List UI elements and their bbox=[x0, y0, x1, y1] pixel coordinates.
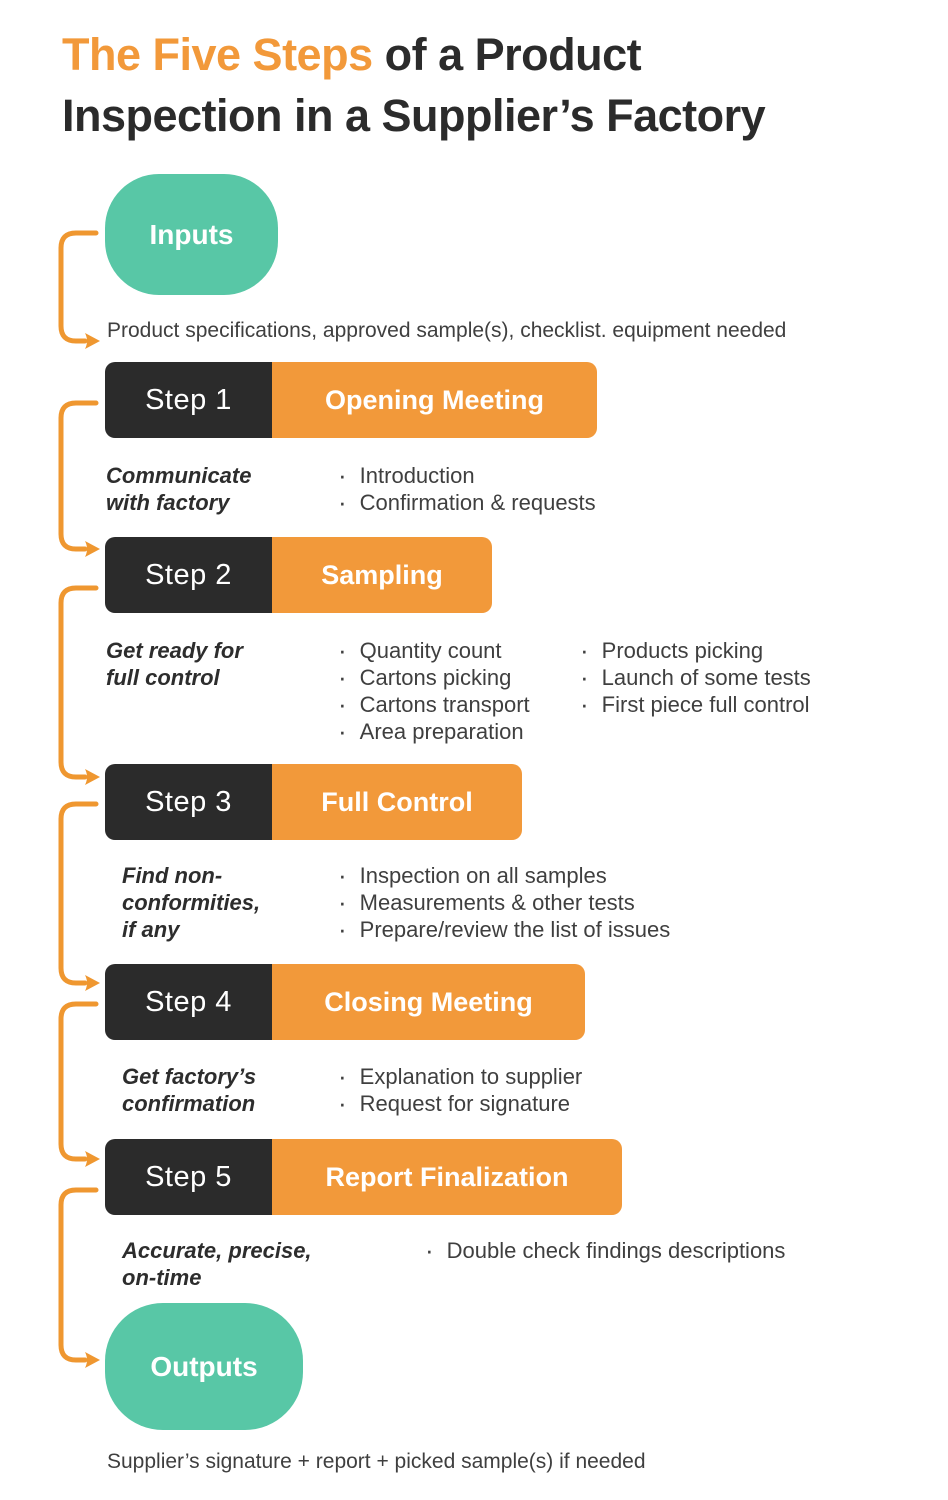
bullet-text: Request for signature bbox=[359, 1091, 571, 1116]
bullet-item: · Cartons picking bbox=[338, 664, 530, 691]
bullet-dot-icon: · bbox=[338, 460, 347, 490]
outputs-node-label: Outputs bbox=[150, 1350, 258, 1382]
flow-arrows bbox=[58, 230, 100, 1368]
step-5-number: Step 5 bbox=[145, 1160, 232, 1193]
page-title: The Five Steps of a Product Inspection i… bbox=[62, 24, 922, 146]
bullet-text: Area preparation bbox=[359, 719, 524, 744]
bullet-item: · Confirmation & requests bbox=[338, 489, 596, 516]
bullet-text: Confirmation & requests bbox=[359, 490, 596, 515]
flow-arrow-step2-to-step3 bbox=[58, 585, 100, 785]
step-1-number-box: Step 1 bbox=[105, 362, 272, 438]
step-2-number-box: Step 2 bbox=[105, 537, 272, 613]
step-row-2: Step 2 Sampling bbox=[105, 537, 492, 613]
bullet-dot-icon: · bbox=[338, 487, 347, 517]
step-1-bullets: · Introduction · Confirmation & requests bbox=[338, 462, 596, 516]
step-2-title-box: Sampling bbox=[272, 537, 492, 613]
step-1-title: Opening Meeting bbox=[325, 384, 544, 415]
step-2-bullets-col1: · Quantity count · Cartons picking · Cartons … bbox=[338, 637, 530, 745]
step-2-goal: Get ready for full control bbox=[106, 638, 243, 690]
bullet-dot-icon: · bbox=[580, 689, 589, 719]
bullet-item: · Prepare/review the list of issues bbox=[338, 916, 670, 943]
bullet-item: · Request for signature bbox=[338, 1090, 582, 1117]
bullet-item: · First piece full control bbox=[580, 691, 811, 718]
inputs-description: Product specifications, approved sample(… bbox=[107, 319, 787, 342]
bullet-dot-icon: · bbox=[338, 716, 347, 746]
flow-arrow-step5-to-outputs bbox=[58, 1187, 100, 1368]
bullet-item: · Introduction bbox=[338, 462, 596, 489]
step-5-title: Report Finalization bbox=[325, 1161, 569, 1192]
bullet-dot-icon: · bbox=[338, 635, 347, 665]
step-1-goal: Communicate with factory bbox=[106, 463, 252, 515]
bullet-item: · Inspection on all samples bbox=[338, 862, 670, 889]
bullet-text: Explanation to supplier bbox=[359, 1064, 583, 1089]
step-5-number-box: Step 5 bbox=[105, 1139, 272, 1215]
bullet-dot-icon: · bbox=[338, 662, 347, 692]
step-3-number: Step 3 bbox=[145, 785, 232, 818]
bullet-dot-icon: · bbox=[338, 860, 347, 890]
bullet-item: · Products picking bbox=[580, 637, 811, 664]
inputs-node: Inputs bbox=[105, 174, 278, 295]
outputs-node: Outputs bbox=[105, 1303, 303, 1430]
bullet-dot-icon: · bbox=[338, 1061, 347, 1091]
bullet-text: Measurements & other tests bbox=[359, 890, 635, 915]
bullet-item: · Area preparation bbox=[338, 718, 530, 745]
bullet-dot-icon: · bbox=[338, 914, 347, 944]
bullet-dot-icon: · bbox=[338, 1088, 347, 1118]
bullet-item: · Explanation to supplier bbox=[338, 1063, 582, 1090]
step-3-title: Full Control bbox=[321, 786, 473, 817]
bullet-dot-icon: · bbox=[425, 1235, 434, 1265]
step-5-bullets: · Double check findings descriptions bbox=[425, 1237, 785, 1264]
step-4-title-box: Closing Meeting bbox=[272, 964, 585, 1040]
inputs-node-label: Inputs bbox=[149, 218, 234, 250]
bullet-text: Launch of some tests bbox=[601, 665, 811, 690]
step-5-title-box: Report Finalization bbox=[272, 1139, 622, 1215]
step-4-bullets: · Explanation to supplier · Request for sig… bbox=[338, 1063, 582, 1117]
step-3-bullets: · Inspection on all samples · Measurements … bbox=[338, 862, 670, 943]
step-2-bullets-col2: · Products picking · Launch of some tests · F… bbox=[580, 637, 811, 718]
bullet-text: Quantity count bbox=[359, 638, 502, 663]
bullet-dot-icon: · bbox=[580, 635, 589, 665]
step-row-4: Step 4 Closing Meeting bbox=[105, 964, 585, 1040]
bullet-text: First piece full control bbox=[601, 692, 810, 717]
step-1-number: Step 1 bbox=[145, 383, 232, 416]
outputs-description: Supplier’s signature + report + picked s… bbox=[107, 1450, 646, 1473]
step-4-goal: Get factory’s confirmation bbox=[122, 1064, 257, 1116]
step-5-goal: Accurate, precise, on-time bbox=[122, 1238, 312, 1290]
bullet-text: Cartons transport bbox=[359, 692, 530, 717]
flow-arrow-step3-to-step4 bbox=[58, 801, 100, 991]
step-4-title: Closing Meeting bbox=[324, 986, 533, 1017]
bullet-text: Cartons picking bbox=[359, 665, 512, 690]
bullet-text: Prepare/review the list of issues bbox=[359, 917, 671, 942]
title-line2: Inspection in a Supplier’s Factory bbox=[62, 90, 766, 141]
bullet-dot-icon: · bbox=[338, 887, 347, 917]
step-2-number: Step 2 bbox=[145, 558, 232, 591]
bullet-item: · Cartons transport bbox=[338, 691, 530, 718]
step-row-3: Step 3 Full Control bbox=[105, 764, 522, 840]
title-highlight: The Five Steps bbox=[62, 29, 373, 80]
bullet-item: · Launch of some tests bbox=[580, 664, 811, 691]
step-3-number-box: Step 3 bbox=[105, 764, 272, 840]
flow-arrow-step1-to-step2 bbox=[58, 400, 100, 557]
bullet-text: Double check findings descriptions bbox=[446, 1238, 786, 1263]
step-4-number-box: Step 4 bbox=[105, 964, 272, 1040]
step-4-number: Step 4 bbox=[145, 985, 232, 1018]
step-row-1: Step 1 Opening Meeting bbox=[105, 362, 597, 438]
bullet-item: · Measurements & other tests bbox=[338, 889, 670, 916]
step-2-title: Sampling bbox=[321, 559, 443, 590]
bullet-dot-icon: · bbox=[338, 689, 347, 719]
title-line1-rest: of a Product bbox=[372, 29, 642, 80]
step-3-goal: Find non- conformities, if any bbox=[122, 863, 261, 942]
step-row-5: Step 5 Report Finalization bbox=[105, 1139, 622, 1215]
bullet-text: Introduction bbox=[359, 463, 475, 488]
step-3-title-box: Full Control bbox=[272, 764, 522, 840]
bullet-item: · Quantity count bbox=[338, 637, 530, 664]
title-line1: The Five Steps of a Product bbox=[62, 24, 922, 85]
step-1-title-box: Opening Meeting bbox=[272, 362, 597, 438]
bullet-text: Products picking bbox=[601, 638, 764, 663]
bullet-item: · Double check findings descriptions bbox=[425, 1237, 785, 1264]
flow-arrow-step4-to-step5 bbox=[58, 1001, 100, 1167]
bullet-text: Inspection on all samples bbox=[359, 863, 607, 888]
bullet-dot-icon: · bbox=[580, 662, 589, 692]
flow-arrow-inputs-to-desc bbox=[58, 230, 100, 349]
